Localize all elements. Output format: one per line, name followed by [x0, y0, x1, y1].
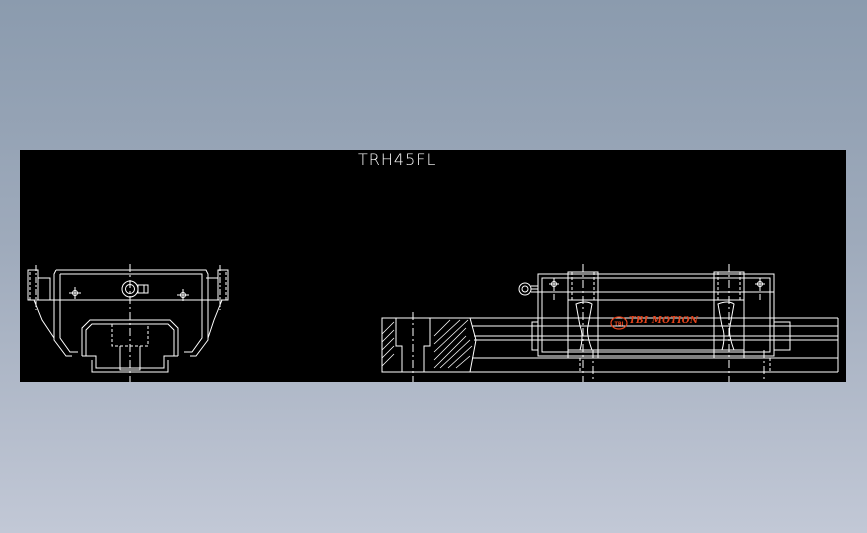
cad-viewport[interactable]: TRH45FL	[20, 150, 846, 382]
drawing-title: TRH45FL	[358, 150, 437, 169]
logo-mark: TBI	[614, 322, 623, 328]
tbi-logo-icon	[610, 316, 628, 330]
logo-text: TBI MOTION	[629, 316, 699, 326]
side-view: TBI	[381, 264, 839, 382]
linear-guide-drawing: TBI	[27, 264, 839, 382]
end-view	[27, 264, 229, 382]
